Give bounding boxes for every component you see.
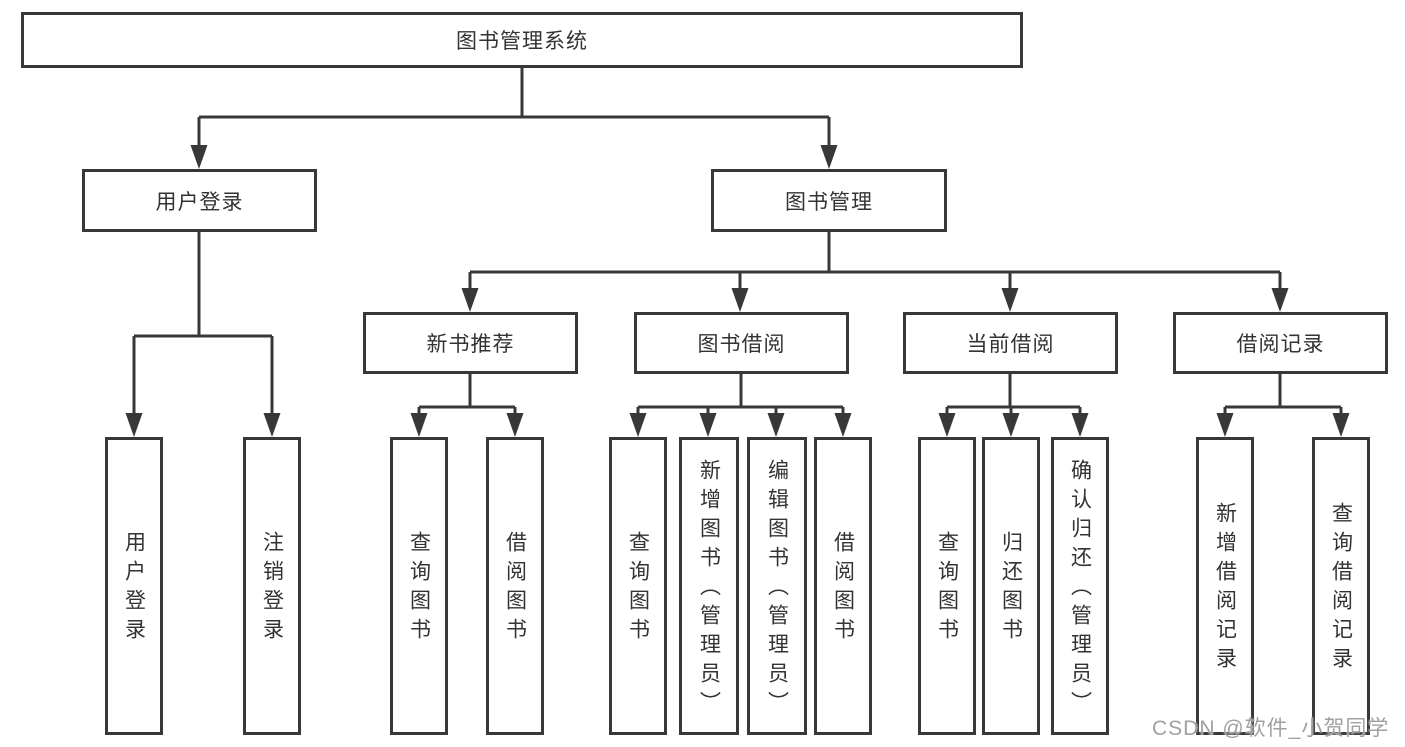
node-borrow-books-borrowing: 借阅图书 <box>814 437 872 735</box>
arrowhead-icons <box>125 145 1350 437</box>
csdn-watermark: CSDN @软件_小贺同学 <box>1152 717 1390 740</box>
node-current-borrowing: 当前借阅 <box>903 312 1118 374</box>
node-query-books-recommend: 查询图书 <box>390 437 448 735</box>
node-return-books: 归还图书 <box>982 437 1040 735</box>
node-borrow-books-recommend: 借阅图书 <box>486 437 544 735</box>
node-new-book-recommendation: 新书推荐 <box>363 312 578 374</box>
node-add-books-admin: 新增图书（管理员） <box>679 437 739 735</box>
node-user-login-leaf: 用户登录 <box>105 437 163 735</box>
node-book-borrowing: 图书借阅 <box>634 312 849 374</box>
node-borrowing-records: 借阅记录 <box>1173 312 1388 374</box>
node-book-management-module: 图书管理 <box>711 169 947 232</box>
node-library-management-system: 图书管理系统 <box>21 12 1023 68</box>
node-confirm-return-admin: 确认归还（管理员） <box>1051 437 1109 735</box>
node-query-books-borrowing: 查询图书 <box>609 437 667 735</box>
node-edit-books-admin: 编辑图书（管理员） <box>747 437 807 735</box>
node-user-login-module: 用户登录 <box>82 169 317 232</box>
node-query-books-current: 查询图书 <box>918 437 976 735</box>
node-logout-leaf: 注销登录 <box>243 437 301 735</box>
node-query-borrow-record: 查询借阅记录 <box>1312 437 1370 735</box>
node-add-borrow-record: 新增借阅记录 <box>1196 437 1254 735</box>
